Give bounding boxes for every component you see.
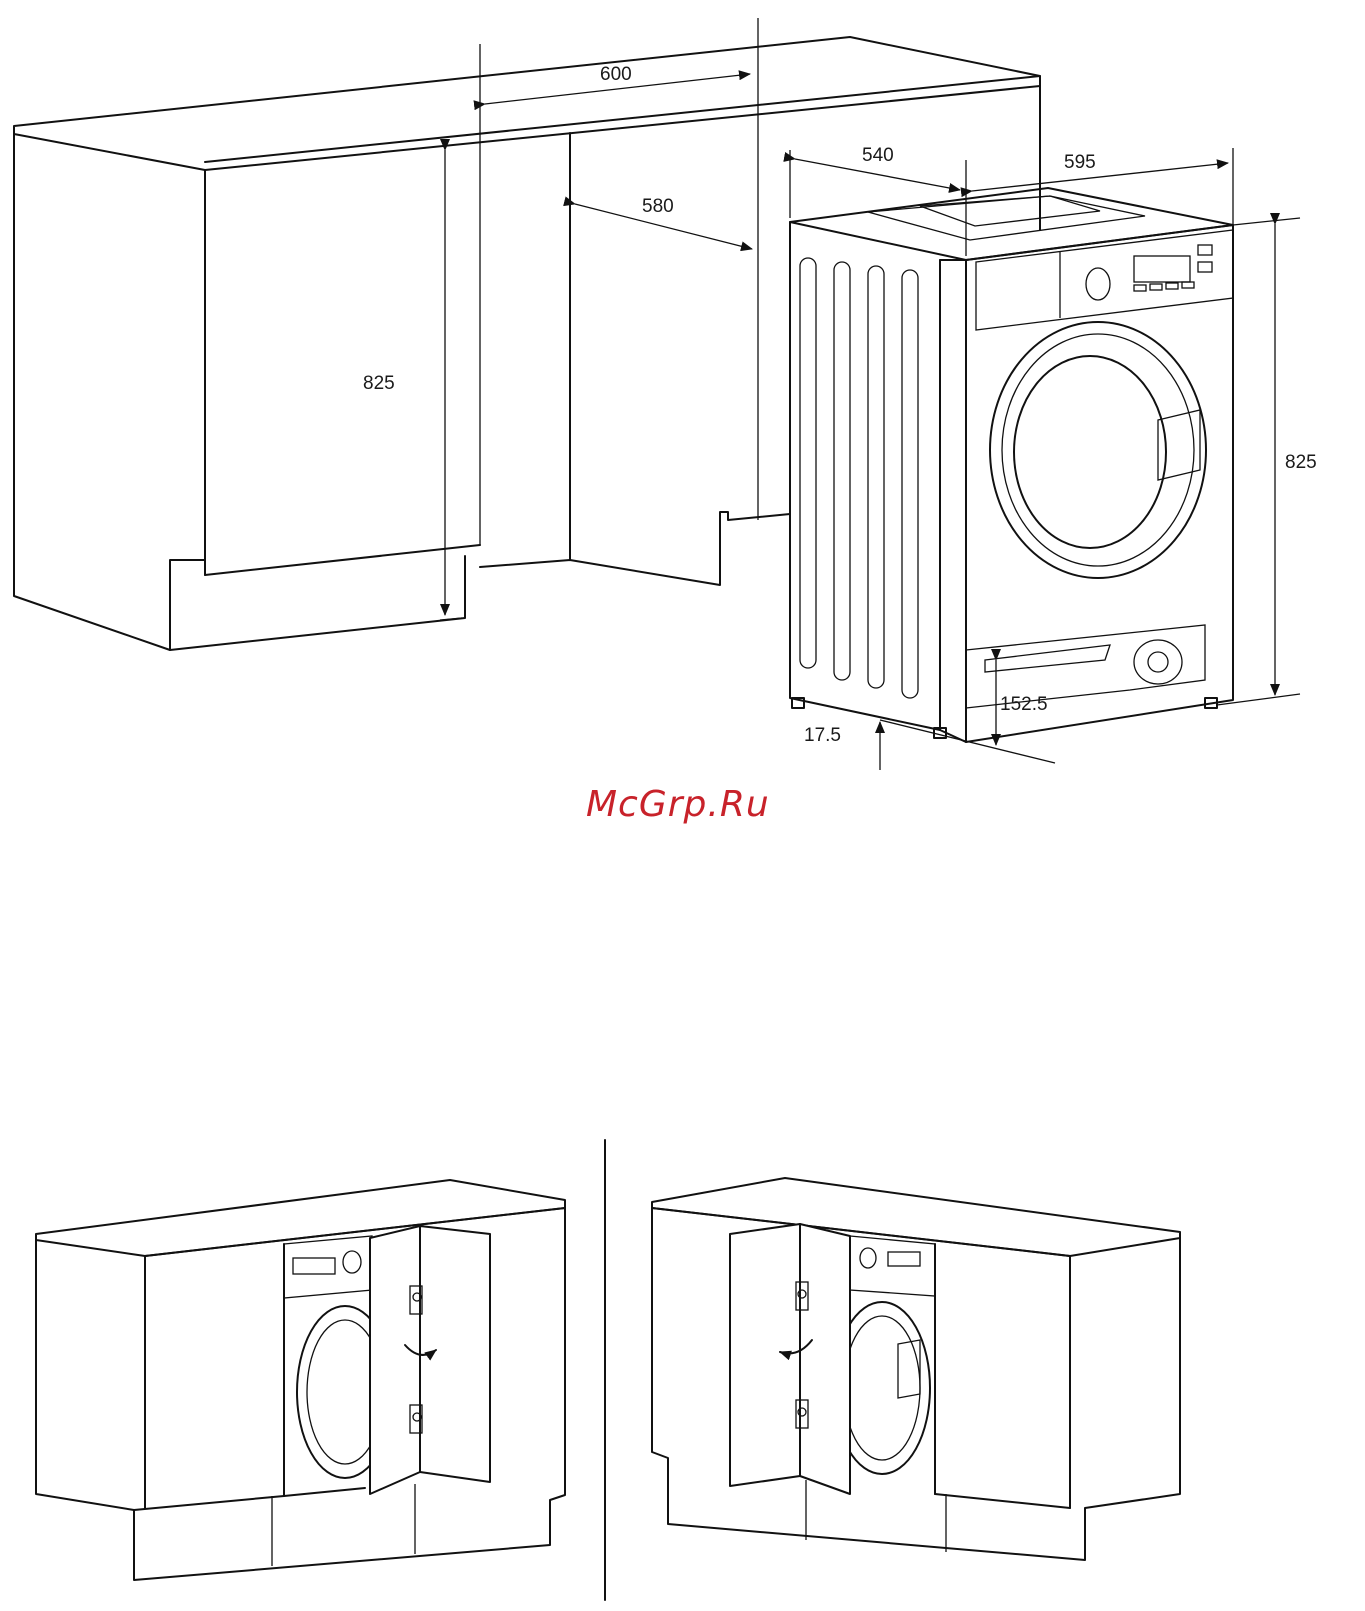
door-hinge-right-diagram <box>652 1178 1180 1560</box>
dim-machine-height: 825 <box>1285 452 1317 473</box>
dim-machine-depth: 540 <box>862 145 894 166</box>
dim-machine-width: 595 <box>1064 152 1096 173</box>
kitchen-cabinet-niche <box>14 18 1040 650</box>
door-hinge-left-diagram <box>36 1180 565 1580</box>
dim-plinth-height: 152.5 <box>1000 694 1048 715</box>
watermark: McGrp.Ru <box>586 784 770 825</box>
washing-machine <box>790 188 1233 742</box>
dim-niche-width: 600 <box>600 64 632 85</box>
dim-niche-depth: 580 <box>642 196 674 217</box>
dim-niche-height: 825 <box>363 373 395 394</box>
dim-foot-height: 17.5 <box>804 725 841 746</box>
